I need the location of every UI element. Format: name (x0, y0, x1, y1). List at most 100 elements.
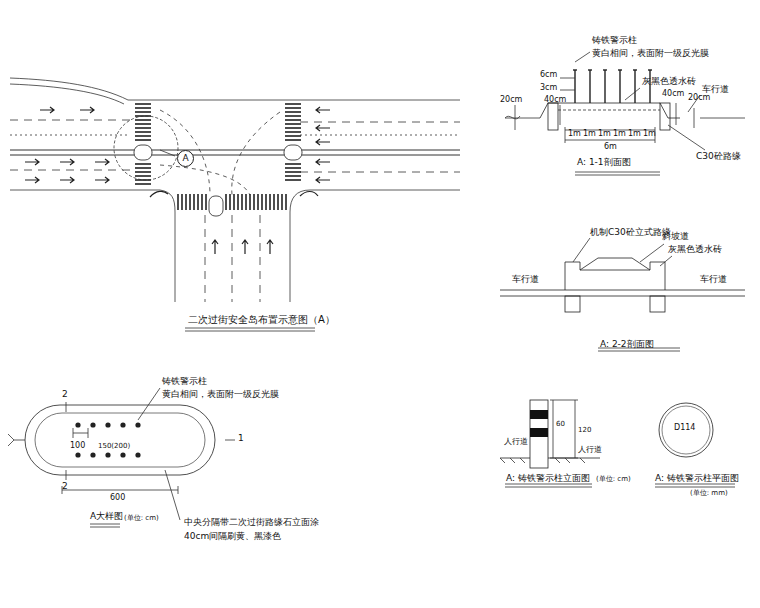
zebra-stripe (285, 119, 301, 121)
annotation: 60 (556, 421, 565, 429)
post-cap (573, 69, 577, 70)
annotation: 1m (598, 130, 611, 139)
annotation: 黄白相间，表面附一级反光膜 (592, 49, 709, 59)
zebra-stripe (205, 194, 207, 210)
annotation: 100 (70, 442, 85, 451)
zebra-stripe (249, 194, 251, 210)
post-cap (648, 69, 652, 70)
post-dot (90, 422, 95, 427)
zebra-stripe (229, 194, 231, 210)
annotation: A: 2-2剖面图 (600, 340, 654, 350)
zebra-stripe (135, 123, 151, 125)
lane-arrow (25, 159, 39, 165)
zebra-stripe (135, 167, 151, 169)
annotation: 40cm间隔刷黄、黑漆色 (184, 532, 281, 542)
post-cap (603, 69, 607, 70)
post-dot (90, 452, 95, 457)
annotation: 1 (238, 434, 244, 444)
zebra-stripe (285, 167, 301, 169)
zebra-stripe (197, 194, 199, 210)
post-cap (588, 69, 592, 70)
zebra-stripe (285, 135, 301, 137)
zebra-stripe (245, 194, 247, 210)
post (574, 70, 575, 103)
annotation: 150(200) (98, 443, 130, 451)
post-dot (75, 452, 80, 457)
zebra-stripe (285, 103, 301, 105)
annotation: 斜坡道 (662, 232, 689, 242)
annotation: A大样图 (90, 512, 123, 522)
warning-posts (573, 70, 652, 103)
annotation: 中央分隔带二次过街路缘石立面涂 (184, 518, 319, 528)
annotation: (单位: cm) (124, 515, 159, 523)
zebra-stripe (135, 139, 151, 141)
annotation: 1m (613, 130, 626, 139)
zebra-stripe (135, 175, 151, 177)
lane-arrow (316, 177, 330, 183)
lane-arrow (60, 159, 74, 165)
post-dot (75, 422, 80, 427)
post-dot (120, 422, 125, 427)
annotation: 人行道 (578, 446, 602, 455)
zebra-stripe (185, 194, 187, 210)
zebra-stripe (277, 194, 279, 210)
annotation: C30砼路缘 (696, 152, 741, 162)
annotation: (单位: cm) (596, 476, 631, 484)
annotation: 6m (604, 143, 617, 152)
lane-arrow (316, 107, 330, 113)
zebra-stripe (233, 194, 235, 210)
annotation: 2 (62, 390, 68, 400)
post (589, 70, 590, 103)
post-dot (105, 452, 110, 457)
zebra-stripe (281, 194, 283, 210)
annotation: 1m (643, 130, 656, 139)
post-dot (120, 452, 125, 457)
post (634, 70, 635, 103)
zebra-crossing (135, 104, 301, 210)
zebra-stripe (273, 194, 275, 210)
zebra-stripe (181, 194, 183, 210)
annotation: 40cm (662, 90, 684, 99)
zebra-stripe (135, 163, 151, 165)
post-dot (105, 422, 110, 427)
zebra-stripe (135, 171, 151, 173)
annotation: 120 (578, 427, 591, 435)
zebra-stripe (285, 163, 301, 165)
annotation: 黄白相间，表面附一级反光膜 (162, 390, 279, 400)
zebra-stripe (135, 103, 151, 105)
zebra-stripe (135, 111, 151, 113)
annotation: 铸铁警示柱 (162, 377, 207, 387)
post-dot (135, 422, 140, 427)
zebra-stripe (177, 194, 179, 210)
annotation: 铸铁警示柱 (592, 36, 637, 46)
zebra-stripe (135, 107, 151, 109)
zebra-stripe (285, 194, 287, 210)
zebra-stripe (285, 139, 301, 141)
zebra-stripe (285, 175, 301, 177)
zebra-stripe (265, 194, 267, 210)
annotation: 20cm (500, 96, 522, 105)
annotation: 人行道 (504, 438, 528, 447)
zebra-stripe (261, 194, 263, 210)
lane-arrow (95, 177, 109, 183)
post (604, 70, 605, 103)
zebra-stripe (285, 107, 301, 109)
lane-arrow (267, 240, 273, 254)
zebra-stripe (241, 194, 243, 210)
annotation: A: 铸铁警示柱立面图 (506, 474, 590, 484)
zebra-stripe (285, 179, 301, 181)
annotation: 1m (628, 130, 641, 139)
zebra-stripe (201, 194, 203, 210)
annotation: 2 (62, 482, 68, 492)
annotation: 车行道 (512, 275, 539, 285)
zebra-stripe (285, 127, 301, 129)
zebra-stripe (253, 194, 255, 210)
lane-arrows (25, 107, 330, 254)
post-cap (633, 69, 637, 70)
post (649, 70, 650, 103)
annotation: 机制C30砼立式路缘 (590, 228, 671, 238)
zebra-stripe (135, 135, 151, 137)
lane-arrow (40, 107, 54, 113)
zebra-stripe (135, 119, 151, 121)
